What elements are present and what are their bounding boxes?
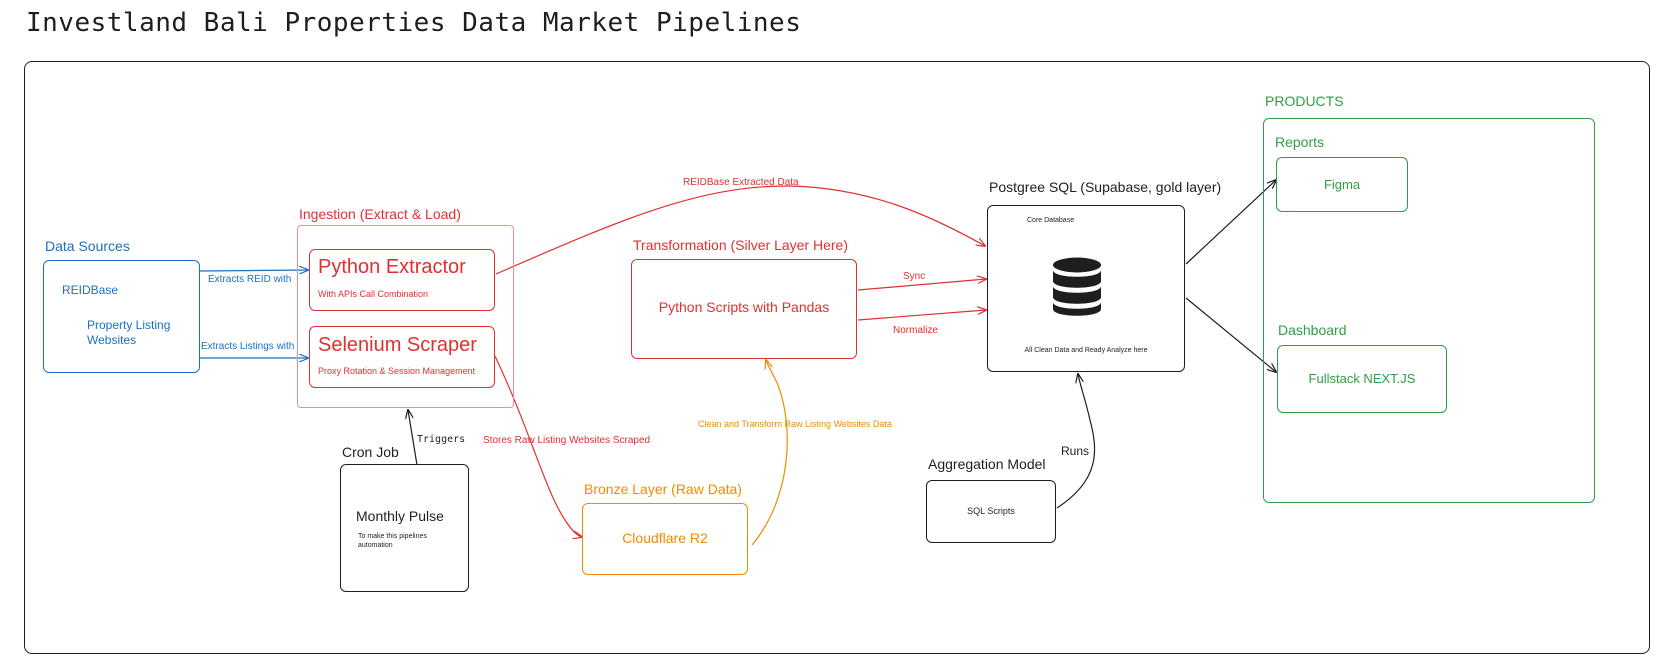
postgres-top-text: Core Database xyxy=(1027,217,1075,224)
sql-scripts-box[interactable]: SQL Scripts xyxy=(926,480,1056,543)
edge-reidbase-extracted xyxy=(495,185,985,275)
python-extractor-box[interactable]: Python Extractor With APIs Call Combinat… xyxy=(309,249,495,311)
edge-label-reidbase-extracted: REIDBase Extracted Data xyxy=(683,177,799,188)
postgres-bottom-text: All Clean Data and Ready Analyze here xyxy=(1024,347,1148,354)
edge-stores-raw xyxy=(494,355,582,537)
data-sources-box[interactable]: REIDBase Property Listing Websites xyxy=(43,260,200,373)
data-sources-label: Data Sources xyxy=(45,238,130,254)
cloudflare-r2-body: Cloudflare R2 xyxy=(622,530,708,546)
edge-to-reports xyxy=(1185,180,1276,265)
postgres-box[interactable]: Core Database All Clean Data and Ready A… xyxy=(987,205,1185,372)
edge-normalize xyxy=(857,310,986,321)
transformation-label: Transformation (Silver Layer Here) xyxy=(633,237,848,253)
python-extractor-subtitle: With APIs Call Combination xyxy=(318,289,429,299)
monthly-pulse-box[interactable]: Monthly Pulse To make this pipelines aut… xyxy=(340,464,469,592)
edge-label-extracts-reid: Extracts REID with xyxy=(208,274,292,285)
edge-triggers xyxy=(408,410,418,466)
monthly-pulse-subtitle: To make this pipelines automation xyxy=(358,533,427,549)
edge-to-dashboard xyxy=(1185,297,1276,372)
bronze-layer-label: Bronze Layer (Raw Data) xyxy=(584,481,742,497)
edge-sync xyxy=(857,279,986,291)
selenium-scraper-box[interactable]: Selenium Scraper Proxy Rotation & Sessio… xyxy=(309,326,495,388)
reports-label: Reports xyxy=(1275,134,1325,150)
ingestion-group xyxy=(297,225,514,408)
edge-extracts-reid xyxy=(199,270,308,271)
selenium-scraper-title: Selenium Scraper xyxy=(318,334,477,356)
figma-body: Figma xyxy=(1323,177,1361,192)
postgres-label: Postgree SQL (Supabase, gold layer) xyxy=(989,179,1222,195)
edge-label-extracts-listings: Extracts Listings with xyxy=(201,341,295,352)
dashboard-label: Dashboard xyxy=(1278,322,1347,338)
edge-label-runs: Runs xyxy=(1061,444,1090,458)
ingestion-label: Ingestion (Extract & Load) xyxy=(299,206,461,222)
edge-label-normalize: Normalize xyxy=(893,325,939,336)
aggregation-label: Aggregation Model xyxy=(928,456,1046,472)
edge-label-sync: Sync xyxy=(903,271,926,282)
transformation-box[interactable]: Python Scripts with Pandas xyxy=(631,259,857,359)
source-reidbase: REIDBase xyxy=(62,283,119,297)
edge-label-triggers: Triggers xyxy=(417,434,466,445)
monthly-pulse-title: Monthly Pulse xyxy=(356,508,444,524)
cloudflare-r2-box[interactable]: Cloudflare R2 xyxy=(582,503,748,575)
products-label: PRODUCTS xyxy=(1265,93,1344,109)
nextjs-box[interactable]: Fullstack NEXT.JS xyxy=(1277,345,1447,413)
products-group xyxy=(1263,118,1595,503)
python-extractor-title: Python Extractor xyxy=(318,256,466,278)
transformation-body: Python Scripts with Pandas xyxy=(658,299,830,315)
figma-box[interactable]: Figma xyxy=(1276,157,1408,212)
edge-label-clean-transform: Clean and Transform Raw Listing Websites… xyxy=(698,419,892,429)
sql-scripts-body: SQL Scripts xyxy=(967,506,1015,516)
edge-runs xyxy=(1056,374,1096,509)
nextjs-body: Fullstack NEXT.JS xyxy=(1308,371,1416,386)
diagram-frame xyxy=(24,61,1650,654)
page-title: Investland Bali Properties Data Market P… xyxy=(26,8,802,38)
selenium-scraper-subtitle: Proxy Rotation & Session Management xyxy=(318,366,476,376)
edge-clean-transform xyxy=(751,360,788,546)
database-icon xyxy=(1053,257,1101,316)
edge-label-stores-raw: Stores Raw Listing Websites Scraped xyxy=(483,435,651,446)
source-property-listing-websites: Property Listing Websites xyxy=(87,318,171,347)
cron-job-label: Cron Job xyxy=(342,444,399,460)
